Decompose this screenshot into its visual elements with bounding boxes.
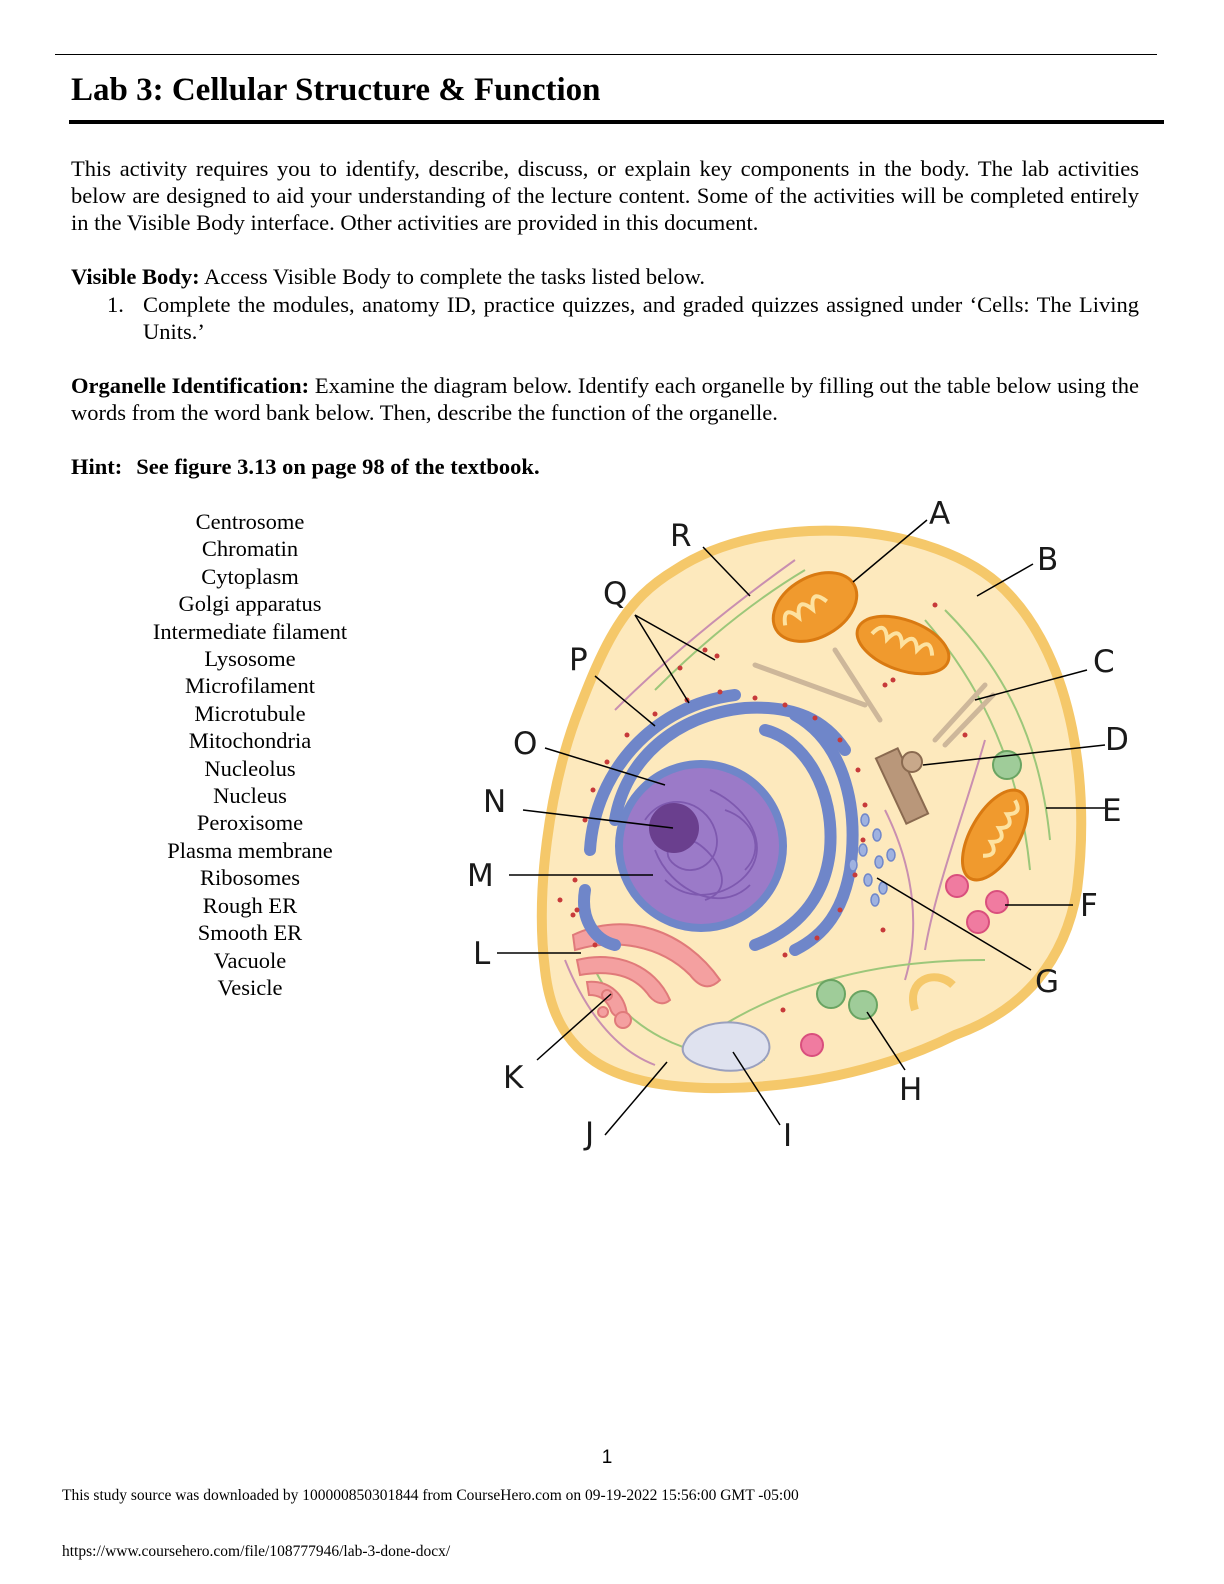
hint-line: Hint: See figure 3.13 on page 98 of the t… bbox=[71, 454, 540, 480]
word-bank-item: Nucleus bbox=[213, 783, 287, 809]
visible-body-text: Access Visible Body to complete the task… bbox=[199, 264, 706, 289]
word-bank-item: Cytoplasm bbox=[201, 563, 299, 589]
mitochondrion-a bbox=[771, 571, 859, 643]
lysosome bbox=[945, 874, 969, 898]
mitochondrion-e bbox=[960, 788, 1030, 882]
diagram-label-o: O bbox=[513, 726, 537, 762]
diagram-label-l: L bbox=[473, 936, 491, 972]
word-bank-item: Peroxisome bbox=[196, 810, 304, 836]
vesicle bbox=[816, 979, 846, 1009]
organelle-text: Examine the diagram below. Identify each… bbox=[71, 373, 1139, 425]
ribosomes bbox=[557, 602, 968, 1013]
hint-text: See figure 3.13 on page 98 of the textbo… bbox=[136, 454, 540, 479]
title-underline bbox=[69, 120, 1164, 124]
diagram-label-b: B bbox=[1037, 542, 1058, 578]
peroxisome bbox=[992, 750, 1022, 780]
label-leader-lines bbox=[497, 519, 1106, 1136]
diagram-label-h: H bbox=[899, 1072, 922, 1108]
word-bank-item: Lysosome bbox=[204, 646, 296, 672]
cell-diagram: A B C D E F G H I J K L M N O P Q R bbox=[467, 496, 1129, 1154]
rough-er bbox=[578, 689, 859, 956]
chromatin bbox=[644, 789, 758, 901]
word-bank-item: Microfilament bbox=[185, 673, 315, 699]
word-bank-item: Smooth ER bbox=[197, 920, 303, 946]
organelle-label: Organelle Identification: bbox=[71, 373, 310, 398]
word-bank-item: Microtubule bbox=[194, 700, 306, 726]
word-bank-item: Vacuole bbox=[213, 947, 287, 973]
lysosome bbox=[966, 910, 990, 934]
word-bank: Centrosome Chromatin Cytoplasm Golgi app… bbox=[120, 508, 380, 1001]
vesicle bbox=[848, 990, 878, 1020]
diagram-label-a: A bbox=[929, 496, 950, 532]
word-bank-item: Chromatin bbox=[201, 536, 299, 562]
word-bank-item: Centrosome bbox=[195, 509, 305, 534]
visible-body-label: Visible Body: bbox=[71, 264, 200, 289]
word-bank-item: Intermediate filament bbox=[152, 618, 348, 644]
intro-paragraph: This activity requires you to identify, … bbox=[71, 156, 1139, 235]
diagram-label-e: E bbox=[1102, 793, 1122, 829]
lysosome bbox=[800, 1033, 824, 1057]
word-bank-item: Nucleolus bbox=[204, 755, 296, 781]
word-bank-item: Golgi apparatus bbox=[178, 591, 322, 617]
diagram-label-i: I bbox=[783, 1118, 792, 1154]
top-rule bbox=[55, 54, 1157, 55]
diagram-label-f: F bbox=[1080, 888, 1098, 924]
mitochondrion-b bbox=[855, 614, 951, 676]
vacuole bbox=[681, 1021, 771, 1072]
diagram-label-k: K bbox=[503, 1060, 524, 1096]
microtubules bbox=[752, 647, 996, 748]
word-bank-item: Mitochondria bbox=[188, 728, 312, 754]
diagram-label-n: N bbox=[483, 784, 506, 820]
list-item-number: 1. bbox=[107, 292, 124, 317]
footer-url[interactable]: https://www.coursehero.com/file/10877794… bbox=[62, 1543, 451, 1560]
nucleolus bbox=[649, 803, 699, 853]
word-bank-item: Rough ER bbox=[202, 892, 298, 918]
diagram-label-r: R bbox=[670, 518, 692, 554]
word-bank-item: Plasma membrane bbox=[167, 837, 333, 863]
diagram-label-d: D bbox=[1105, 722, 1129, 758]
membrane-notch bbox=[909, 973, 956, 1012]
diagram-label-p: P bbox=[569, 642, 588, 678]
hint-label: Hint: bbox=[71, 454, 123, 479]
organelle-paragraph: Organelle Identification: Examine the di… bbox=[71, 372, 1139, 426]
smooth-er bbox=[848, 813, 896, 907]
list-item-text: Complete the modules, anatomy ID, practi… bbox=[143, 292, 1139, 344]
centrosome bbox=[874, 746, 930, 826]
word-bank-item: Vesicle bbox=[217, 974, 283, 1000]
diagram-label-q: Q bbox=[603, 576, 627, 612]
page-title: Lab 3: Cellular Structure & Function bbox=[71, 72, 601, 108]
diagram-label-c: C bbox=[1093, 644, 1115, 680]
diagram-label-m: M bbox=[467, 858, 494, 894]
word-bank-item: Ribosomes bbox=[199, 865, 300, 891]
footer-source: This study source was downloaded by 1000… bbox=[62, 1487, 799, 1504]
diagram-label-j: J bbox=[583, 1116, 594, 1152]
page-number: 1 bbox=[601, 1447, 613, 1468]
visible-body-paragraph: Visible Body: Access Visible Body to com… bbox=[71, 263, 1139, 290]
lysosome bbox=[985, 890, 1009, 914]
diagram-label-g: G bbox=[1035, 964, 1059, 1000]
